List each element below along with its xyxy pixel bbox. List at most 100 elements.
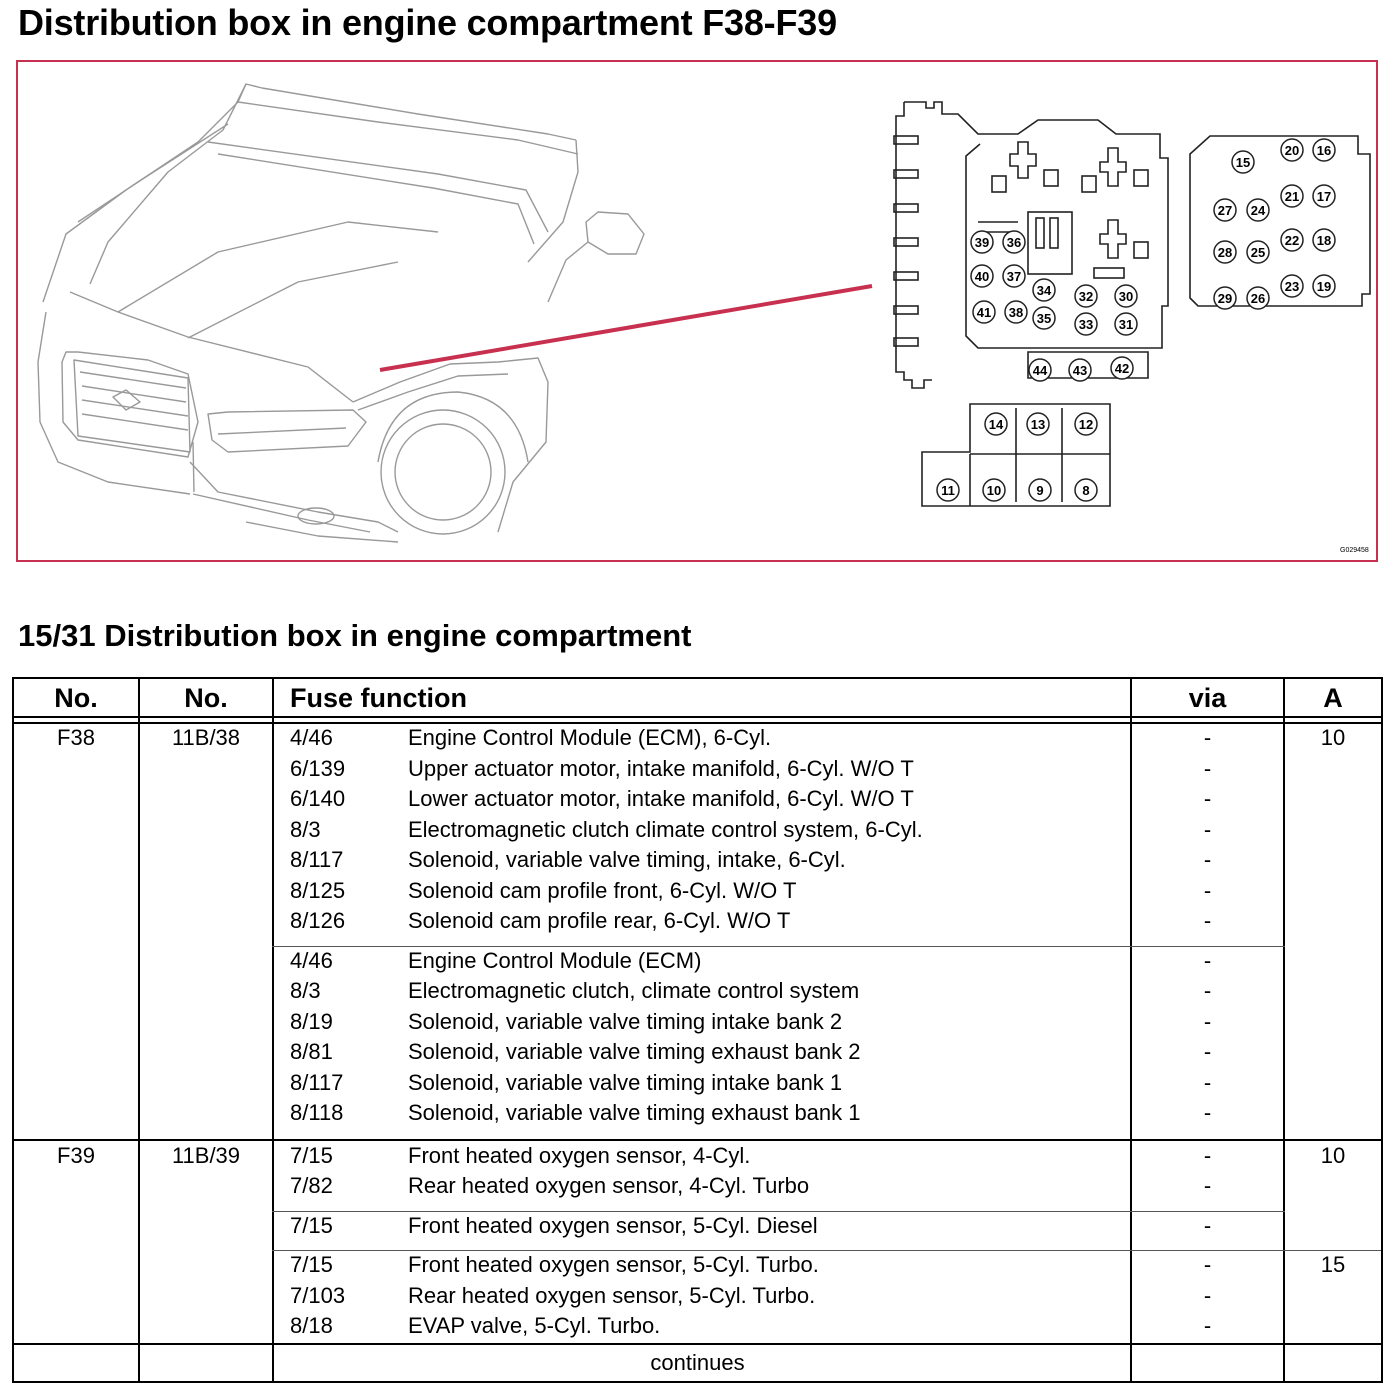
fuse-position-label: 39 [975, 235, 989, 250]
component-code: 8/3 [290, 978, 321, 1003]
fuse-position-label: 29 [1218, 291, 1232, 306]
col-divider [138, 679, 140, 1381]
fuse-function-text: Electromagnetic clutch, climate control … [408, 978, 860, 1003]
fuse-position-label: 14 [989, 417, 1004, 432]
fuse-function-text: Solenoid, variable valve timing exhaust … [408, 1100, 861, 1125]
via-value: - [1203, 1008, 1212, 1034]
continues-label: continues [650, 1350, 745, 1375]
component-code: 6/140 [290, 786, 346, 811]
fuse-position-label: 15 [1236, 155, 1250, 170]
fuse-position-label: 22 [1285, 233, 1299, 248]
via-value: - [1203, 725, 1212, 750]
fuse-position-label: 41 [977, 305, 991, 320]
fuse-function-text: Rear heated oxygen sensor, 5-Cyl. Turbo. [408, 1282, 816, 1308]
fuse-position-label: 37 [1007, 269, 1021, 284]
via-value: - [1203, 1212, 1212, 1238]
fuse-position-label: 34 [1037, 283, 1052, 298]
header-via: via [1188, 683, 1227, 713]
fusebox-main [893, 101, 1169, 389]
via-value: - [1203, 908, 1212, 933]
via-value: - [1203, 847, 1212, 872]
fuse-position-label: 17 [1317, 189, 1331, 204]
fuse-position-label: 8 [1082, 483, 1089, 498]
fuse-function-text: Front heated oxygen sensor, 4-Cyl. [408, 1142, 751, 1168]
fuse-position-label: 32 [1079, 289, 1093, 304]
fuse-position-label: 21 [1285, 189, 1299, 204]
via-value: - [1203, 947, 1212, 973]
fuse-position-label: 13 [1031, 417, 1045, 432]
amperage: 15 [1320, 1252, 1346, 1277]
fuse-position-circle [1280, 274, 1304, 298]
fuse-position-circle [1032, 278, 1056, 302]
amperage: 10 [1320, 1142, 1346, 1168]
fuse-position-label: 18 [1317, 233, 1331, 248]
group-divider [272, 1250, 1381, 1251]
via-value: - [1203, 816, 1212, 842]
fuse-function-text: Solenoid, variable valve timing intake b… [408, 1069, 843, 1095]
car-illustration [37, 83, 645, 543]
fuse-position-circle [1312, 184, 1336, 208]
fuse-number: F38 [57, 725, 95, 750]
fuse-position-circle [936, 478, 960, 502]
connector-number: 11B/38 [171, 725, 241, 750]
fuse-position-label: 42 [1115, 361, 1129, 376]
header-amp: A [1323, 683, 1343, 713]
component-code: 7/103 [290, 1282, 346, 1308]
fuse-function-text: Engine Control Module (ECM) [408, 947, 702, 973]
fuse-position-circle [1312, 138, 1336, 162]
fuse-function-text: Solenoid cam profile front, 6-Cyl. W/O T [408, 877, 797, 903]
fuse-position-circle [1028, 478, 1052, 502]
component-code: 8/3 [290, 816, 321, 842]
connector-number: 11B/39 [171, 1142, 241, 1168]
component-code: 8/126 [290, 908, 346, 933]
fuse-position-label: 40 [975, 269, 989, 284]
fuse-divider [14, 1138, 1381, 1141]
fuse-position-label: 44 [1033, 363, 1048, 378]
fuse-position-circle [1280, 184, 1304, 208]
fuse-position-label: 30 [1119, 289, 1133, 304]
fuse-position-circle [1002, 264, 1026, 288]
fusebox-bottom [921, 403, 1111, 507]
component-code: 7/15 [290, 1252, 333, 1277]
fuse-position-circle [1002, 230, 1026, 254]
fuse-position-label: 24 [1251, 203, 1266, 218]
component-code: 8/118 [290, 1100, 344, 1125]
col-divider [1130, 679, 1132, 1381]
fuse-position-label: 11 [941, 483, 955, 498]
component-code: 8/125 [290, 877, 346, 903]
fuse-position-circle [1312, 274, 1336, 298]
via-value: - [1203, 1173, 1212, 1198]
fuse-position-circle [1026, 412, 1050, 436]
section-title: 15/31 Distribution box in engine compart… [18, 618, 692, 653]
fuse-position-label: 28 [1218, 245, 1232, 260]
fuse-function-text: Lower actuator motor, intake manifold, 6… [408, 786, 914, 811]
component-code: 8/117 [290, 1069, 344, 1095]
component-code: 7/15 [290, 1142, 333, 1168]
fuse-position-circle [1213, 240, 1237, 264]
fuse-position-label: 20 [1285, 143, 1299, 158]
col-divider [272, 679, 274, 1381]
fuse-position-label: 12 [1079, 417, 1093, 432]
fuse-function-text: EVAP valve, 5-Cyl. Turbo. [408, 1313, 661, 1338]
fuse-position-circle [1231, 150, 1255, 174]
via-value: - [1203, 1100, 1212, 1125]
group-divider [272, 1210, 1285, 1212]
fuse-position-label: 16 [1317, 143, 1331, 158]
fusebox-right [1189, 135, 1371, 307]
header-function: Fuse function [290, 683, 467, 713]
fuse-position-circle [984, 412, 1008, 436]
fuse-position-circle [1246, 240, 1270, 264]
fuse-function-text: Solenoid, variable valve timing intake b… [408, 1008, 843, 1034]
footer-divider [14, 1343, 1381, 1345]
component-code: 8/117 [290, 847, 344, 872]
fuse-position-circle [1280, 138, 1304, 162]
fuse-function-text: Engine Control Module (ECM), 6-Cyl. [408, 725, 772, 750]
fuse-position-circle [1110, 356, 1134, 380]
fuse-position-label: 10 [987, 483, 1001, 498]
fuse-position-circle [1074, 284, 1098, 308]
component-code: 7/15 [290, 1212, 333, 1238]
fuse-position-circle [1246, 198, 1270, 222]
fuse-function-text: Solenoid cam profile rear, 6-Cyl. W/O T [408, 908, 791, 933]
